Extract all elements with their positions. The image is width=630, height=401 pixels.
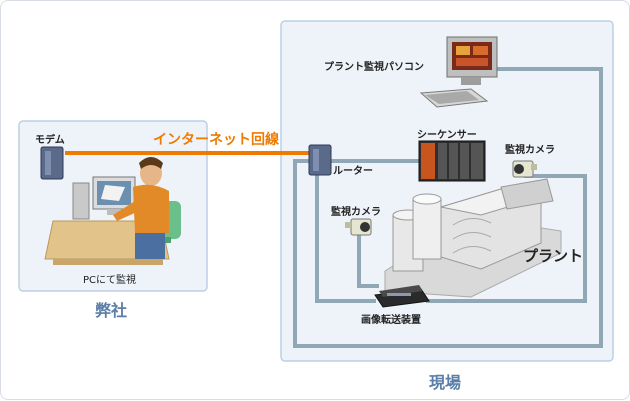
plant-illustration (384, 178, 562, 298)
plant-pc-icon (419, 36, 498, 108)
sequencer-label: シーケンサー (417, 130, 477, 141)
transfer-device-label: 画像転送装置 (361, 315, 421, 326)
person-at-pc-illustration (44, 157, 181, 265)
line-router-to-transfer (315, 173, 376, 303)
site-panel (280, 20, 614, 362)
line-pc-to-right (293, 67, 603, 348)
line-camera-left-to-transfer (357, 233, 379, 288)
modem-label: モデム (35, 135, 65, 146)
sequencer-icon (418, 140, 486, 182)
camera-right-label: 監視カメラ (505, 145, 555, 156)
camera-left-icon (345, 218, 372, 236)
line-camera-right-to-transfer (426, 174, 587, 303)
site-network-lines (293, 67, 603, 348)
router-icon (308, 144, 332, 176)
image-transfer-device-icon (374, 285, 430, 308)
site-caption: 現場 (429, 373, 462, 392)
router-label: ルーター (333, 166, 373, 177)
plant-pc-label: プラント監視パソコン (324, 62, 424, 73)
plant-label: プラント (523, 247, 584, 265)
office-pc-label: PCにて監視 (83, 275, 137, 286)
camera-left-label: 監視カメラ (331, 207, 381, 218)
office-caption: 弊社 (95, 301, 128, 320)
internet-line-label: インターネット回線 (153, 132, 279, 148)
office-modem-icon (40, 146, 64, 180)
camera-right-icon (512, 160, 537, 178)
